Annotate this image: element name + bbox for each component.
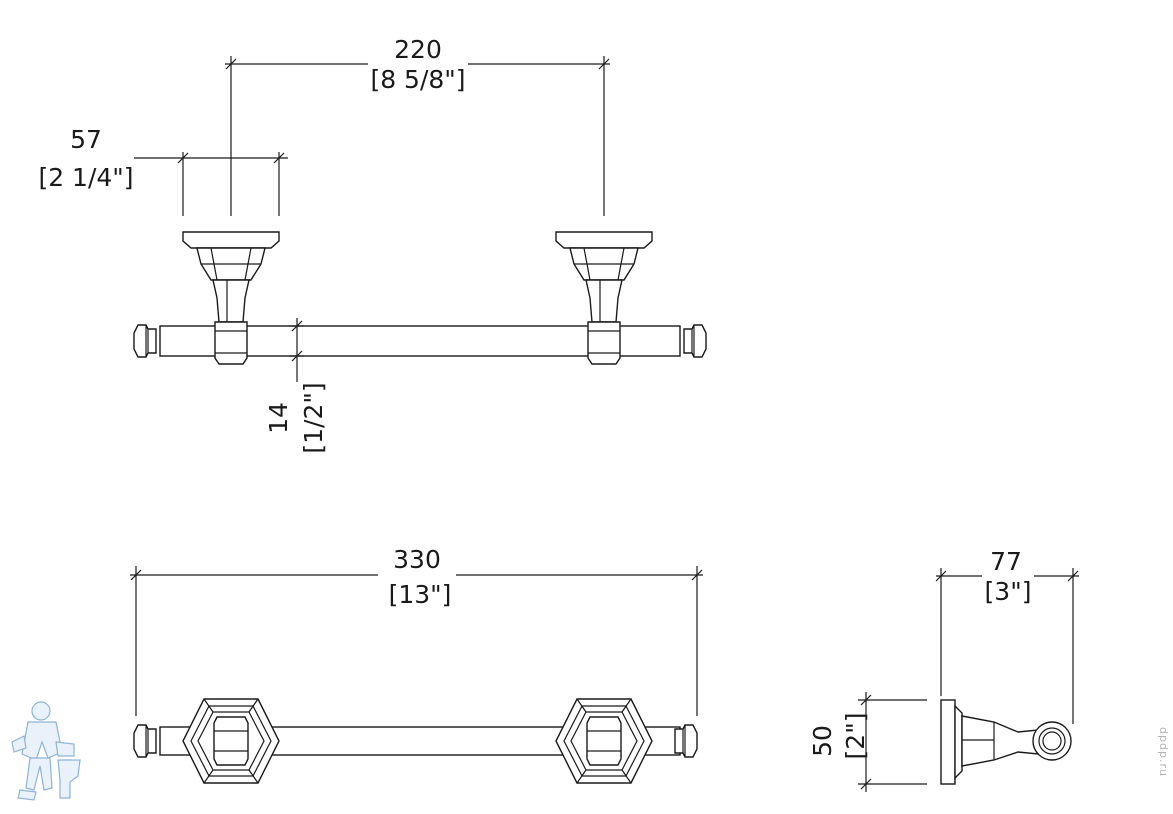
dimension-bracket-spacing: 220 [8 5/8"] <box>225 35 610 216</box>
bracket-width-inch: [2 1/4"] <box>38 163 133 192</box>
front-view: 220 [8 5/8"] 57 [2 1/4"] 14 [1/2"] <box>38 35 707 454</box>
dimension-plate-height: 50 [2"] <box>808 692 927 792</box>
top-view: 330 [13"] <box>130 545 703 784</box>
dimension-bracket-width: 57 [2 1/4"] <box>38 125 288 216</box>
bracket-spacing-mm: 220 <box>394 35 442 64</box>
bar-diameter-mm: 14 <box>264 402 293 434</box>
bracket-spacing-inch: [8 5/8"] <box>370 65 465 94</box>
dimension-projection: 77 [3"] <box>935 547 1079 724</box>
overall-length-mm: 330 <box>393 545 441 574</box>
projection-inch: [3"] <box>985 577 1032 606</box>
side-view: 77 [3"] 50 [2"] <box>808 547 1079 792</box>
plate-height-mm: 50 <box>808 725 837 757</box>
bar-diameter-inch: [1/2"] <box>299 382 328 453</box>
overall-length-inch: [13"] <box>389 580 452 609</box>
watermark-text: dpdp.ru <box>1157 727 1170 777</box>
projection-mm: 77 <box>990 547 1022 576</box>
plate-height-inch: [2"] <box>841 713 870 760</box>
plumber-logo <box>11 701 81 801</box>
bracket-width-mm: 57 <box>70 125 102 154</box>
dimension-overall-length: 330 [13"] <box>130 545 703 716</box>
dimension-bar-diameter: 14 [1/2"] <box>264 318 328 454</box>
